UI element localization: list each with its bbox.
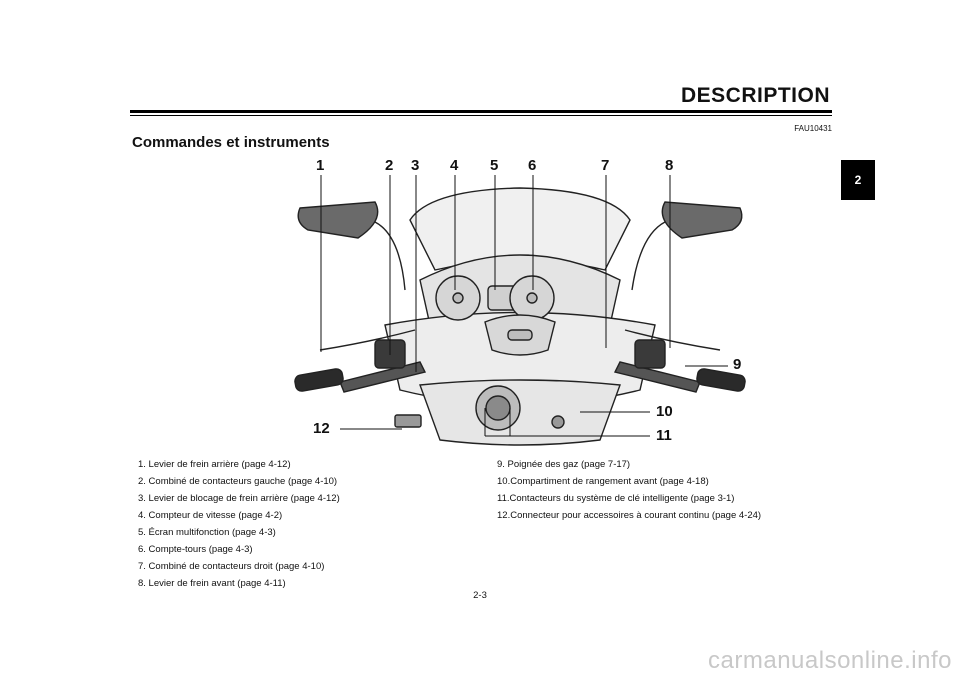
callout-7: 7 [601,157,610,174]
watermark: carmanualsonline.info [708,647,952,674]
legend-item: 10.Compartiment de rangement avant (page… [497,476,709,487]
legend-item: 1. Levier de frein arrière (page 4-12) [138,459,291,470]
page-number: 2-3 [473,590,487,601]
callout-10: 10 [656,403,673,420]
legend-item: 4. Compteur de vitesse (page 4-2) [138,510,283,521]
header-rule [130,110,832,113]
callout-9: 9 [733,356,742,373]
document-code: FAU10431 [794,124,832,133]
legend-right: 9. Poignée des gaz (page 7-17) 10.Compar… [497,456,817,524]
callout-3: 3 [411,157,420,174]
chapter-tab: 2 [841,160,875,200]
callout-11: 11 [656,427,672,444]
section-title: Commandes et instruments [132,134,330,151]
legend-item: 3. Levier de blocage de frein arrière (p… [138,493,340,504]
legend-item: 7. Combiné de contacteurs droit (page 4-… [138,561,325,572]
callout-8: 8 [665,157,674,174]
legend-item: 9. Poignée des gaz (page 7-17) [497,459,631,470]
callout-2: 2 [385,157,394,174]
legend-item: 6. Compte-tours (page 4-3) [138,544,253,555]
callout-5: 5 [490,157,499,174]
legend-item: 11.Contacteurs du système de clé intelli… [497,493,735,504]
callout-1: 1 [316,157,325,174]
legend-item: 5. Écran multifonction (page 4-3) [138,527,276,538]
legend-item: 12.Connecteur pour accessoires à courant… [497,510,762,521]
legend-left: 1. Levier de frein arrière (page 4-12) 2… [138,456,478,592]
legend-item: 8. Levier de frein avant (page 4-11) [138,578,286,589]
callout-12: 12 [313,420,330,437]
scooter-cockpit-illustration [294,175,746,446]
legend-item: 2. Combiné de contacteurs gauche (page 4… [138,476,338,487]
callout-6: 6 [528,157,537,174]
header-rule-thin [130,115,832,116]
page-header-title: DESCRIPTION [680,84,830,107]
callout-4: 4 [450,157,459,174]
